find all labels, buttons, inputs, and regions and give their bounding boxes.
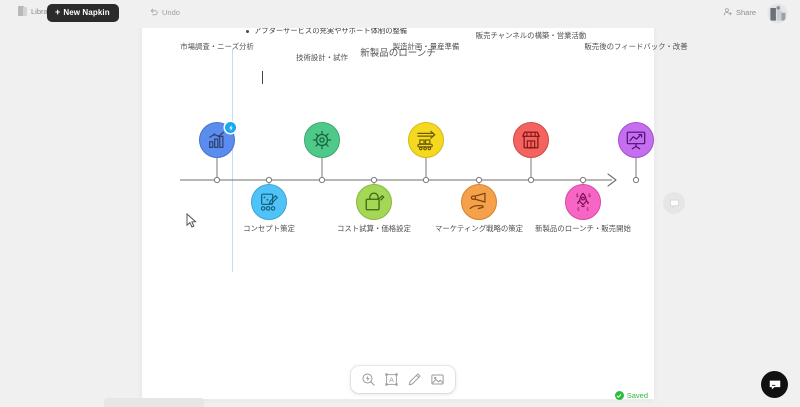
plus-icon: + bbox=[55, 7, 61, 17]
megaphone-hand-icon[interactable] bbox=[461, 184, 497, 220]
new-napkin-button[interactable]: + New Napkin bbox=[47, 4, 119, 22]
megaphone-hand-glyph bbox=[469, 192, 486, 210]
node-label: 技術設計・試作 bbox=[296, 53, 348, 62]
mouse-cursor bbox=[186, 213, 197, 228]
node-label: 製造計画・量産準備 bbox=[392, 42, 460, 51]
calculator-lock-icon[interactable] bbox=[356, 184, 392, 220]
svg-text:$: $ bbox=[577, 207, 580, 213]
share-label: Share bbox=[735, 7, 756, 17]
node-label: 販売後のフィードバック・改善 bbox=[584, 42, 688, 51]
rocket-money-icon[interactable]: $ $ $ $ bbox=[565, 184, 601, 220]
presentation-chart-glyph bbox=[626, 131, 646, 150]
top-bar: Library + New Napkin Undo Share bbox=[0, 0, 800, 28]
lightning-icon bbox=[228, 124, 233, 131]
comment-icon bbox=[669, 199, 679, 208]
brainstorm-idea-icon[interactable] bbox=[251, 184, 287, 220]
pen-icon[interactable] bbox=[407, 372, 422, 387]
diagram-title: 新製品のローンチ bbox=[360, 48, 436, 59]
share-button[interactable]: Share bbox=[723, 7, 756, 17]
conveyor-belt-glyph bbox=[416, 130, 435, 150]
magic-search-glyph bbox=[362, 373, 375, 386]
notification-badge[interactable] bbox=[225, 122, 236, 133]
chat-support-button[interactable] bbox=[761, 371, 788, 398]
undo-button[interactable]: Undo bbox=[149, 7, 180, 17]
text-caret bbox=[262, 71, 263, 84]
calculator-lock-glyph bbox=[365, 192, 385, 211]
saved-label: Saved bbox=[626, 391, 648, 400]
gear-glyph bbox=[312, 130, 332, 150]
svg-text:$: $ bbox=[588, 193, 591, 199]
bullet-dot-icon bbox=[246, 29, 249, 33]
undo-icon bbox=[150, 8, 158, 16]
node-label: 新製品のローンチ・販売開始 bbox=[535, 224, 631, 233]
library-icon bbox=[18, 6, 27, 16]
node-label: マーケティング戦略の策定 bbox=[434, 224, 524, 233]
node-label: コンセプト策定 bbox=[243, 224, 295, 233]
storefront-glyph bbox=[522, 131, 540, 149]
undo-label: Undo bbox=[162, 7, 180, 17]
storefront-icon[interactable] bbox=[513, 122, 549, 158]
timeline-axis bbox=[180, 158, 640, 202]
analytics-chart-glyph bbox=[209, 131, 225, 148]
alignment-guide-line bbox=[232, 50, 233, 272]
svg-text:$: $ bbox=[586, 207, 589, 213]
library-label: Library bbox=[31, 6, 54, 16]
saved-status: Saved bbox=[614, 391, 648, 400]
pen-glyph bbox=[408, 373, 421, 386]
new-napkin-label: New Napkin bbox=[63, 8, 110, 17]
node-label: コスト試算・価格設定 bbox=[337, 224, 411, 233]
check-icon bbox=[614, 391, 624, 400]
node-label: 販売チャンネルの構築・営業活動 bbox=[475, 31, 587, 40]
conveyor-belt-icon[interactable] bbox=[408, 122, 444, 158]
sheet-stack-shadow bbox=[104, 398, 204, 407]
gear-icon[interactable] bbox=[304, 122, 340, 158]
timeline-diagram[interactable]: 市場調査・ニーズ分析 bbox=[142, 31, 688, 275]
comment-button[interactable] bbox=[663, 192, 685, 214]
svg-text:$: $ bbox=[576, 193, 579, 199]
check-glyph bbox=[616, 393, 622, 398]
text-box-icon[interactable]: A bbox=[384, 372, 399, 387]
list-item[interactable]: アフターサービスの充実やサポート体制の整備 bbox=[246, 25, 576, 37]
canvas-toolbar[interactable]: A bbox=[351, 366, 455, 393]
chat-bubble-icon bbox=[769, 380, 780, 389]
bullet-text: アフターサービスの充実やサポート体制の整備 bbox=[254, 26, 408, 35]
node-label: 市場調査・ニーズ分析 bbox=[180, 42, 254, 51]
analytics-chart-icon[interactable] bbox=[199, 122, 236, 158]
image-glyph bbox=[431, 374, 444, 385]
presentation-chart-icon[interactable] bbox=[618, 122, 654, 158]
add-person-icon bbox=[723, 8, 732, 16]
magic-search-icon[interactable] bbox=[361, 372, 376, 387]
image-icon[interactable] bbox=[430, 372, 445, 387]
text-box-glyph: A bbox=[385, 373, 398, 386]
brainstorm-glyph bbox=[260, 193, 278, 211]
svg-text:A: A bbox=[389, 377, 394, 384]
rocket-money-glyph: $ $ $ $ bbox=[576, 192, 591, 213]
avatar[interactable] bbox=[767, 3, 788, 24]
library-button[interactable]: Library bbox=[18, 6, 54, 16]
avatar-image bbox=[768, 4, 787, 23]
